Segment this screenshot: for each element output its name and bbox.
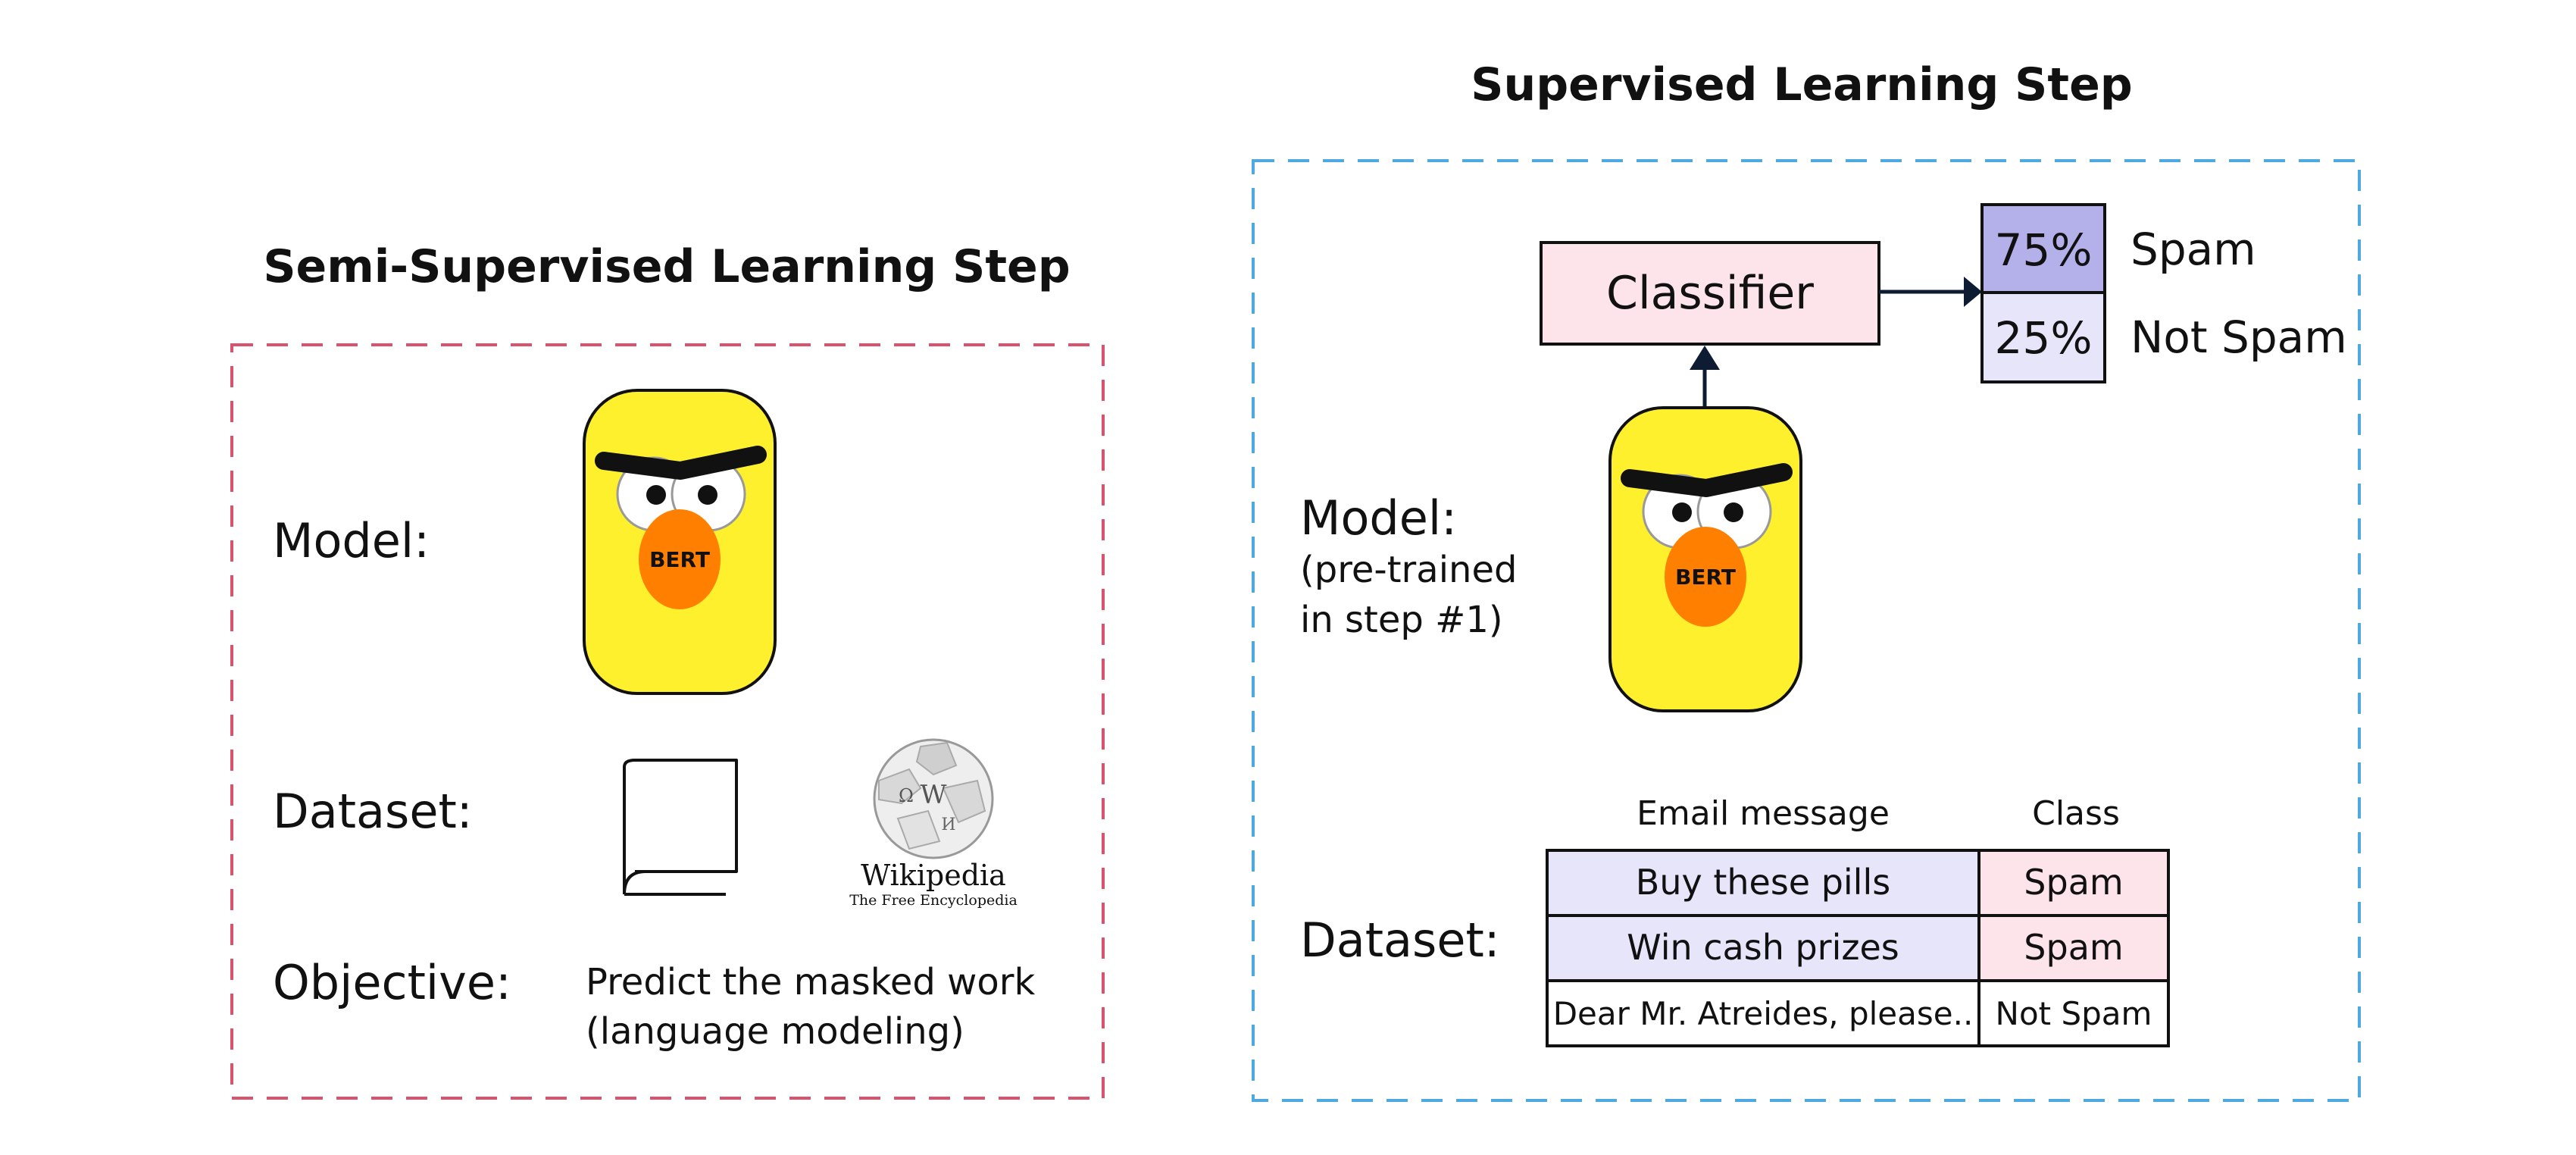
left-panel: Semi-Supervised Learning Step Model: BER… bbox=[230, 240, 1105, 1100]
bert-label: BERT bbox=[649, 547, 710, 572]
right-panel-title: Supervised Learning Step bbox=[1471, 58, 2132, 111]
svg-text:W: W bbox=[921, 780, 947, 810]
output-not-spam-percent: 25% bbox=[1995, 312, 2093, 364]
bert-nose bbox=[639, 509, 721, 609]
right-model-note-line-2: in step #1) bbox=[1300, 599, 1503, 641]
svg-text:И: И bbox=[941, 815, 955, 834]
book-icon bbox=[623, 759, 738, 896]
right-model-label: Model: bbox=[1300, 490, 1457, 546]
wikipedia-wordmark: Wikipedia bbox=[861, 859, 1006, 892]
wikipedia-tagline: The Free Encyclopedia bbox=[849, 892, 1018, 909]
bert-pupil-left bbox=[1672, 502, 1692, 522]
bert-pupil-right bbox=[698, 485, 717, 505]
table-cell-class bbox=[1977, 979, 2170, 1047]
output-spam-cell bbox=[1980, 203, 2106, 294]
bert-eyebrow bbox=[595, 446, 767, 480]
right-dataset-label: Dataset: bbox=[1300, 912, 1500, 968]
left-objective-label: Objective: bbox=[273, 955, 511, 1010]
bert-pupil-left bbox=[646, 485, 666, 505]
bert-character-left: BERT bbox=[583, 389, 777, 695]
table-cell-message bbox=[1546, 979, 1980, 1047]
right-panel-border bbox=[1252, 159, 2361, 1102]
table-cell-class bbox=[1977, 849, 2170, 917]
left-panel-title: Semi-Supervised Learning Step bbox=[263, 240, 1070, 293]
output-not-spam-cell bbox=[1980, 291, 2106, 383]
table-row-2-message: Win cash prizes bbox=[1627, 927, 1899, 968]
right-panel: Supervised Learning Step Classifier 75% … bbox=[1252, 58, 2361, 1102]
classifier-box bbox=[1540, 241, 1880, 346]
arrow-head-output bbox=[1964, 277, 1982, 307]
table-cell-message bbox=[1546, 914, 1980, 982]
dataset-table: Email message Class Buy these pills Spam… bbox=[1546, 794, 2170, 1047]
left-model-label: Model: bbox=[273, 513, 430, 568]
bert-label: BERT bbox=[1675, 565, 1736, 590]
bert-nose bbox=[1665, 527, 1746, 627]
bert-pupil-right bbox=[1724, 502, 1743, 522]
table-cell-message bbox=[1546, 849, 1980, 917]
output-not-spam-label: Not Spam bbox=[2131, 311, 2347, 363]
left-panel-border bbox=[230, 343, 1105, 1100]
right-model-note-line-1: (pre-trained bbox=[1300, 549, 1517, 591]
table-row-3-class: Not Spam bbox=[1996, 995, 2152, 1032]
objective-line-1: Predict the masked work bbox=[586, 961, 1036, 1003]
bert-character-right: BERT bbox=[1608, 406, 1802, 712]
wikipedia-globe-icon: W Ω И bbox=[873, 738, 994, 859]
svg-text:Ω: Ω bbox=[899, 785, 914, 806]
left-dataset-label: Dataset: bbox=[273, 784, 473, 839]
table-row-2-class: Spam bbox=[2024, 927, 2123, 968]
table-row-3-message: Dear Mr. Atreides, please.. bbox=[1553, 995, 1974, 1032]
table-header-message: Email message bbox=[1637, 794, 1890, 833]
bert-eyebrow bbox=[1621, 463, 1793, 497]
classifier-label: Classifier bbox=[1606, 267, 1814, 320]
objective-line-2: (language modeling) bbox=[586, 1010, 964, 1053]
output-spam-percent: 75% bbox=[1995, 224, 2093, 276]
output-spam-label: Spam bbox=[2131, 224, 2256, 275]
table-header-class: Class bbox=[2032, 794, 2120, 833]
table-row-1-message: Buy these pills bbox=[1636, 862, 1890, 903]
arrow-head-classifier bbox=[1690, 346, 1720, 370]
table-row-1-class: Spam bbox=[2024, 862, 2123, 903]
